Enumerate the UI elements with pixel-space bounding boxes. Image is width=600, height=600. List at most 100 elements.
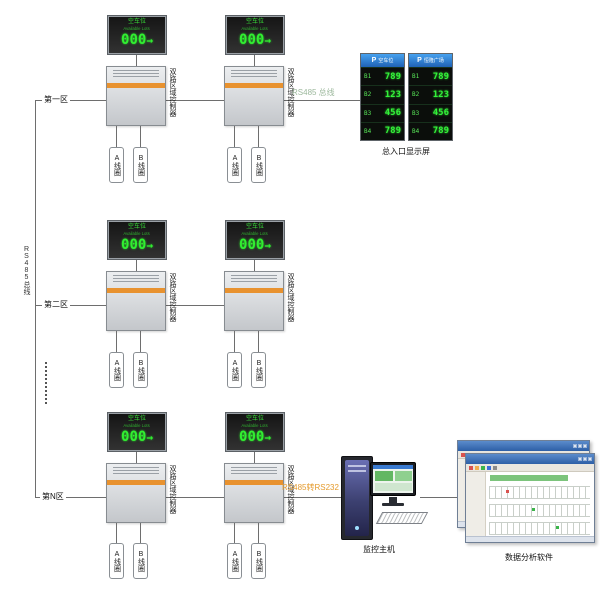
parking-map-view (466, 472, 594, 536)
level-label: B3 (364, 109, 372, 117)
controller-label: 双路区域控制器 (169, 68, 176, 117)
display-title: 空车位 (245, 19, 264, 25)
close-icon (583, 444, 587, 448)
coil-label: B线圈 (137, 550, 145, 572)
window-titlebar (458, 441, 589, 451)
zone-label: 第一区 (42, 95, 70, 105)
level-count: 123 (384, 89, 401, 100)
connector-line (35, 497, 106, 498)
zone-controller (224, 271, 284, 331)
zone-controller (224, 66, 284, 126)
parking-slot-row (489, 504, 590, 517)
coil-label: A线圈 (113, 154, 121, 176)
zone-controller (106, 271, 166, 331)
connector-line (420, 497, 457, 498)
coil-label: B线圈 (137, 359, 145, 381)
display-subtitle: Available Lots (241, 26, 269, 32)
arrow-icon: → (264, 34, 271, 47)
controller-label: 双路区域控制器 (287, 465, 294, 514)
level-label: B2 (364, 91, 372, 99)
coil-label: B线圈 (255, 359, 263, 381)
coil-a: A线圈 (109, 543, 124, 579)
coil-b: B线圈 (251, 543, 266, 579)
screen-map-block (395, 471, 412, 481)
coil-label: B线圈 (255, 550, 263, 572)
connector-line (136, 259, 137, 271)
display-subtitle: Available Lots (123, 423, 151, 429)
display-count: 000→ (121, 32, 153, 49)
controller-label: 双路区域控制器 (169, 465, 176, 514)
arrow-icon: → (146, 34, 153, 47)
controller-stripe (225, 480, 283, 485)
parking-slot-row (489, 522, 590, 535)
display-title: 空车位 (127, 224, 146, 230)
coil-label: B线圈 (255, 154, 263, 176)
maximize-icon (583, 457, 587, 461)
controller-stripe (225, 288, 283, 293)
controller-stripe (107, 480, 165, 485)
zone-label: 第N区 (40, 492, 66, 502)
screen-map-block (375, 483, 412, 491)
connector-line (35, 100, 106, 101)
entrance-display-caption: 总入口显示屏 (382, 147, 430, 156)
coil-b: B线圈 (133, 543, 148, 579)
screen-map-block (375, 471, 393, 481)
controller-vents (113, 467, 159, 476)
occupied-dot (556, 526, 559, 529)
panel-header: P 恒隆广场 (409, 54, 452, 67)
coil-a: A线圈 (227, 352, 242, 388)
coil-a: A线圈 (109, 147, 124, 183)
window-toolbar (466, 464, 594, 472)
screen-titlebar (373, 465, 413, 469)
level-count: 789 (384, 126, 401, 137)
arrow-icon: → (146, 431, 153, 444)
panel-row: B2 123 (361, 85, 404, 103)
coil-b: B线圈 (251, 352, 266, 388)
display-subtitle: Available Lots (241, 231, 269, 237)
coil-a: A线圈 (109, 352, 124, 388)
parking-slot-row (489, 486, 590, 499)
connector-line (234, 331, 235, 352)
display-title: 空车位 (127, 19, 146, 25)
window-titlebar (466, 454, 594, 464)
panel-header: P 空车位 (361, 54, 404, 67)
display-subtitle: Available Lots (241, 423, 269, 429)
controller-vents (231, 275, 277, 284)
connector-line (116, 523, 117, 543)
connector-line (136, 54, 137, 66)
connector-line (140, 523, 141, 543)
toolbar-icon (469, 465, 473, 470)
level-count: 789 (384, 71, 401, 82)
rs485-bus-link-label: RS485 总线 (292, 88, 335, 97)
connector-line (254, 54, 255, 66)
zone-label: 第二区 (42, 300, 70, 310)
toolbar-icon (493, 465, 497, 470)
panel-title: 空车位 (378, 57, 394, 64)
level-count: 456 (384, 108, 401, 119)
connector-line (140, 126, 141, 147)
display-subtitle: Available Lots (123, 26, 151, 32)
tower-front-panel (345, 460, 369, 536)
monitor-stand (389, 497, 397, 503)
host-caption: 监控主机 (363, 545, 395, 554)
connector-line (258, 331, 259, 352)
power-led (355, 526, 359, 530)
available-lots-display: 空车位 Available Lots 000→ (226, 221, 284, 259)
display-digits: 000 (121, 429, 147, 445)
level-count: 789 (432, 71, 449, 82)
coil-label: B线圈 (137, 154, 145, 176)
connector-line (234, 523, 235, 543)
level-count: 789 (432, 126, 449, 137)
display-count: 000→ (239, 237, 271, 254)
occupied-dot (532, 508, 535, 511)
controller-label: 双路区域控制器 (169, 273, 176, 322)
connector-line (166, 100, 224, 101)
arrow-icon: → (146, 239, 153, 252)
parking-logo: P (417, 56, 422, 64)
level-label: B3 (412, 109, 420, 117)
window-statusbar (466, 536, 594, 542)
